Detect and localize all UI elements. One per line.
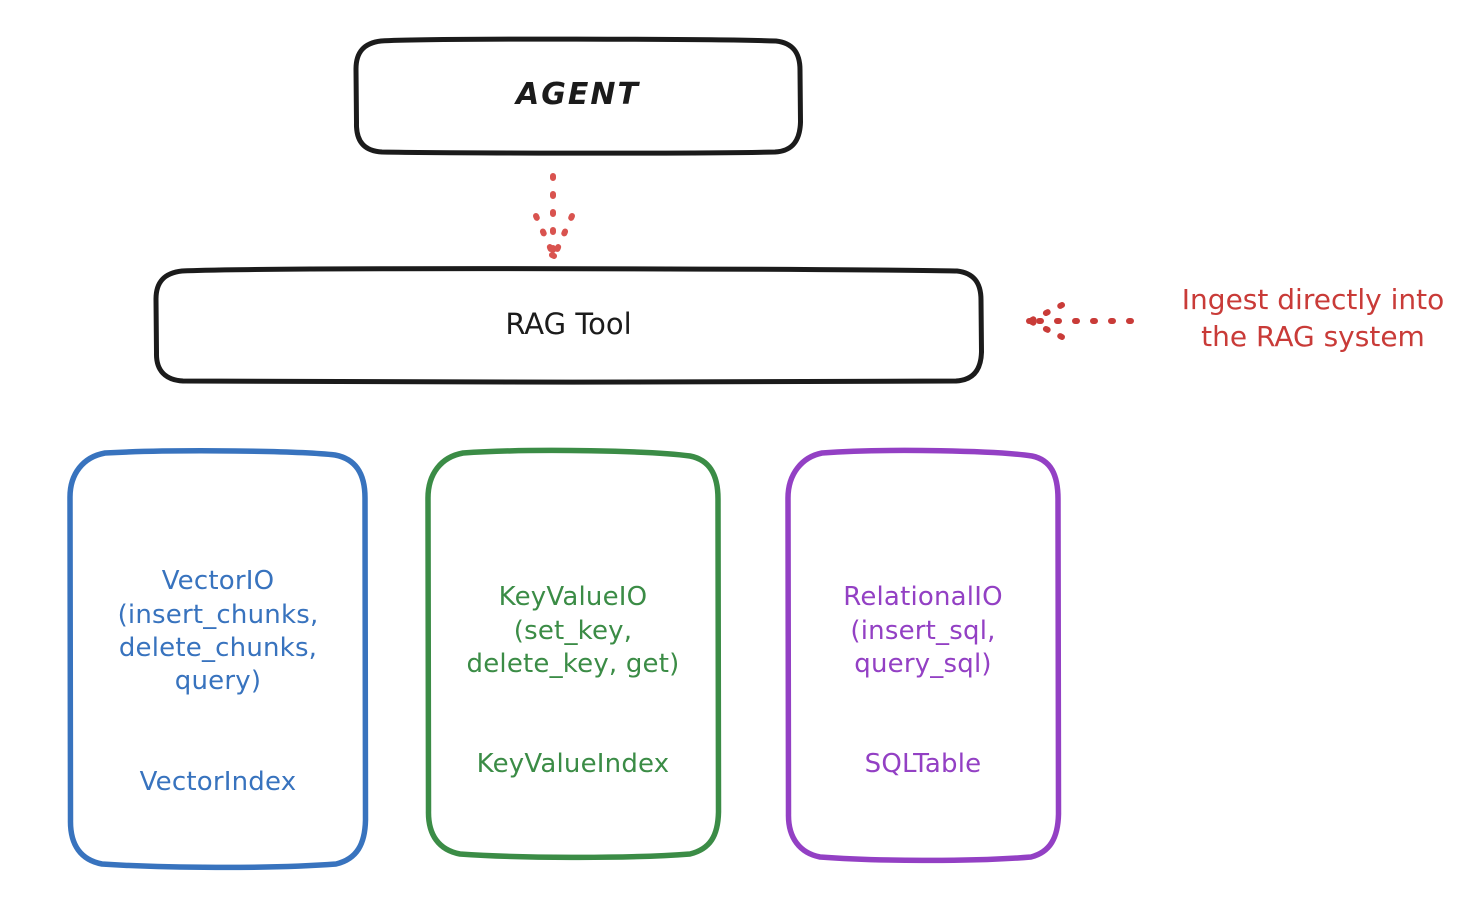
relational-io-box-outline bbox=[785, 447, 1062, 864]
ingest-dotted-arrow bbox=[1026, 302, 1134, 340]
key-value-io-box-outline bbox=[425, 447, 722, 861]
vector-io-box-outline bbox=[67, 448, 369, 871]
agent-box-outline bbox=[353, 36, 803, 156]
agent-to-rag-dotted-arrow bbox=[533, 173, 575, 259]
rag-tool-box-outline bbox=[153, 266, 984, 385]
